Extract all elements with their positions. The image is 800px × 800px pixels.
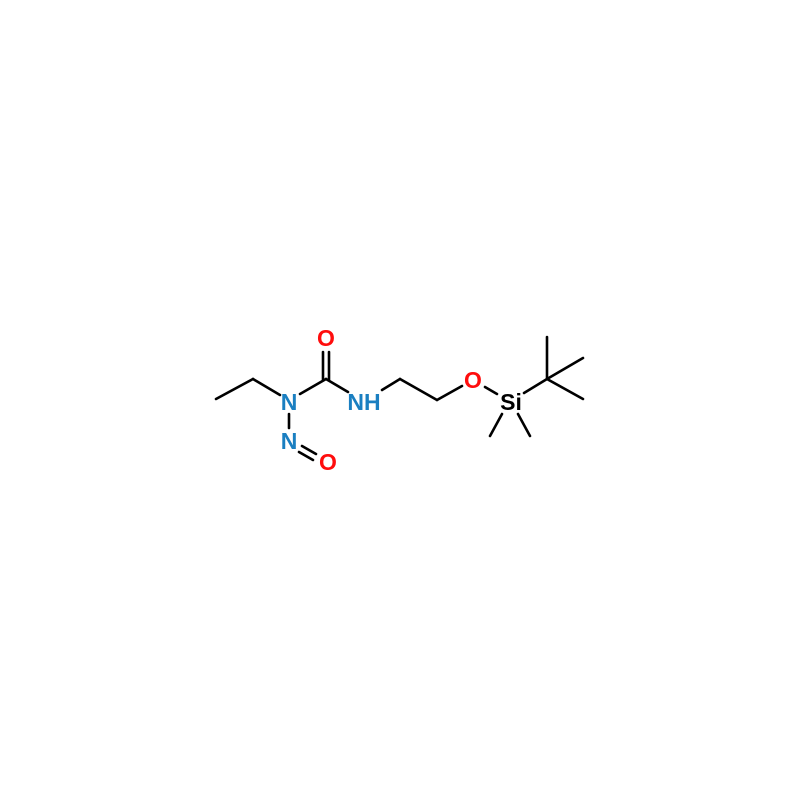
- atom-nh: NH: [347, 389, 380, 415]
- atom-o-ether: O: [464, 367, 482, 393]
- atom-labels: N N O O NH O Si: [281, 325, 522, 475]
- bond-o-si: [483, 385, 499, 396]
- bonds: [214, 335, 585, 462]
- atom-o-carbonyl: O: [317, 325, 335, 351]
- bond-n-o-nitroso-1: [300, 444, 318, 456]
- bond-c1-c2: [214, 377, 255, 401]
- bond-si-tbu: [522, 377, 549, 395]
- bond-tbu-methyl-3: [545, 377, 585, 401]
- bond-n-o-nitroso-2: [297, 450, 315, 462]
- atom-n-nitroso: N: [281, 428, 298, 454]
- bond-nh-c: [380, 377, 402, 392]
- bond-carbonyl-nh: [324, 377, 350, 394]
- bond-n-carbonyl: [298, 377, 328, 396]
- bond-c-o: [435, 384, 464, 402]
- atom-si: Si: [500, 389, 522, 415]
- bond-c-c: [398, 377, 439, 402]
- atom-o-nitroso: O: [319, 449, 337, 475]
- atom-n-amide: N: [281, 389, 298, 415]
- bond-si-methyl-2: [516, 412, 532, 438]
- bond-c2-n: [251, 377, 282, 397]
- bond-si-methyl-1: [488, 412, 504, 438]
- bond-tbu-methyl-2: [545, 356, 585, 381]
